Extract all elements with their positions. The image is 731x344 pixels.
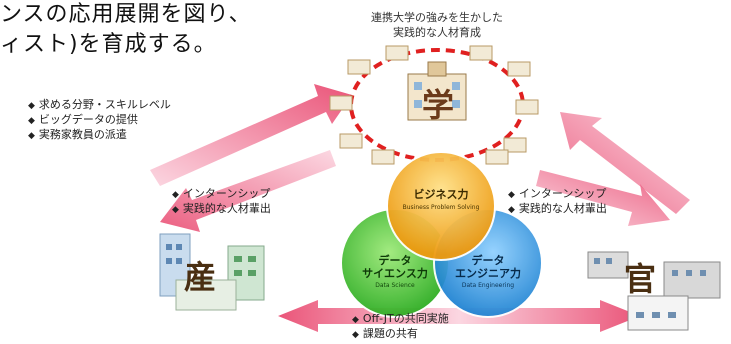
engineering-subtitle: Data Engineering: [461, 282, 515, 289]
academia-to-industry-list: ◆インターンシップ ◆実践的な人材輩出: [172, 187, 271, 217]
list-item: ◆課題の共有: [352, 327, 418, 340]
list-item: ◆ビッグデータの提供: [28, 113, 138, 126]
heading-line-2: ィスト)を育成する。: [0, 32, 217, 57]
industry-to-academia-list: ◆求める分野・スキルレベル ◆ビッグデータの提供 ◆実務家教員の派遣: [28, 98, 171, 143]
heading-line-1: ンスの応用展開を図り、: [0, 2, 252, 27]
government-buildings-icon: [587, 251, 721, 331]
list-item: ◆求める分野・スキルレベル: [28, 98, 171, 111]
circle-business: [386, 151, 496, 261]
list-item: ◆実践的な人材輩出: [172, 202, 271, 215]
engineering-title-2: エンジニア力: [455, 267, 521, 280]
industry-government-list: ◆Off-JTの共同実施 ◆課題の共有: [352, 312, 449, 342]
science-subtitle: Data Science: [375, 282, 415, 289]
school-building-icons: [329, 45, 539, 165]
top-caption-line-1: 連携大学の強みを生かした: [371, 11, 503, 24]
top-caption-line-2: 実践的な人材育成: [393, 26, 481, 39]
engineering-circle-text: データ エンジニア力 Data Engineering: [448, 254, 528, 289]
industry-label: 産: [184, 258, 217, 296]
list-item: ◆Off-JTの共同実施: [352, 312, 449, 325]
science-title-2: サイエンス力: [362, 267, 428, 280]
list-item: ◆実践的な人材輩出: [508, 202, 607, 215]
academia-to-government-list: ◆インターンシップ ◆実践的な人材輩出: [508, 187, 607, 217]
academia-building-icon: [407, 61, 467, 121]
business-circle-text: ビジネス力 Business Problem Solving: [401, 188, 481, 211]
top-caption: 連携大学の強みを生かした 実践的な人材育成: [352, 10, 522, 40]
business-title: ビジネス力: [413, 188, 469, 201]
science-title-1: データ: [378, 254, 412, 267]
list-item: ◆インターンシップ: [508, 187, 607, 200]
academia-label: 学: [422, 86, 455, 124]
list-item: ◆インターンシップ: [172, 187, 271, 200]
business-subtitle: Business Problem Solving: [402, 204, 480, 211]
arrow-industry-to-academia: [150, 84, 352, 186]
arrow-academia-to-government: [536, 170, 670, 226]
arrow-government-to-academia: [560, 112, 690, 214]
engineering-title-1: データ: [471, 254, 505, 267]
government-label: 官: [624, 260, 657, 298]
science-circle-text: データ サイエンス力 Data Science: [355, 254, 435, 289]
industry-buildings-icon: [159, 233, 265, 311]
arrow-academia-to-industry: [160, 150, 336, 232]
list-item: ◆実務家教員の派遣: [28, 128, 127, 141]
